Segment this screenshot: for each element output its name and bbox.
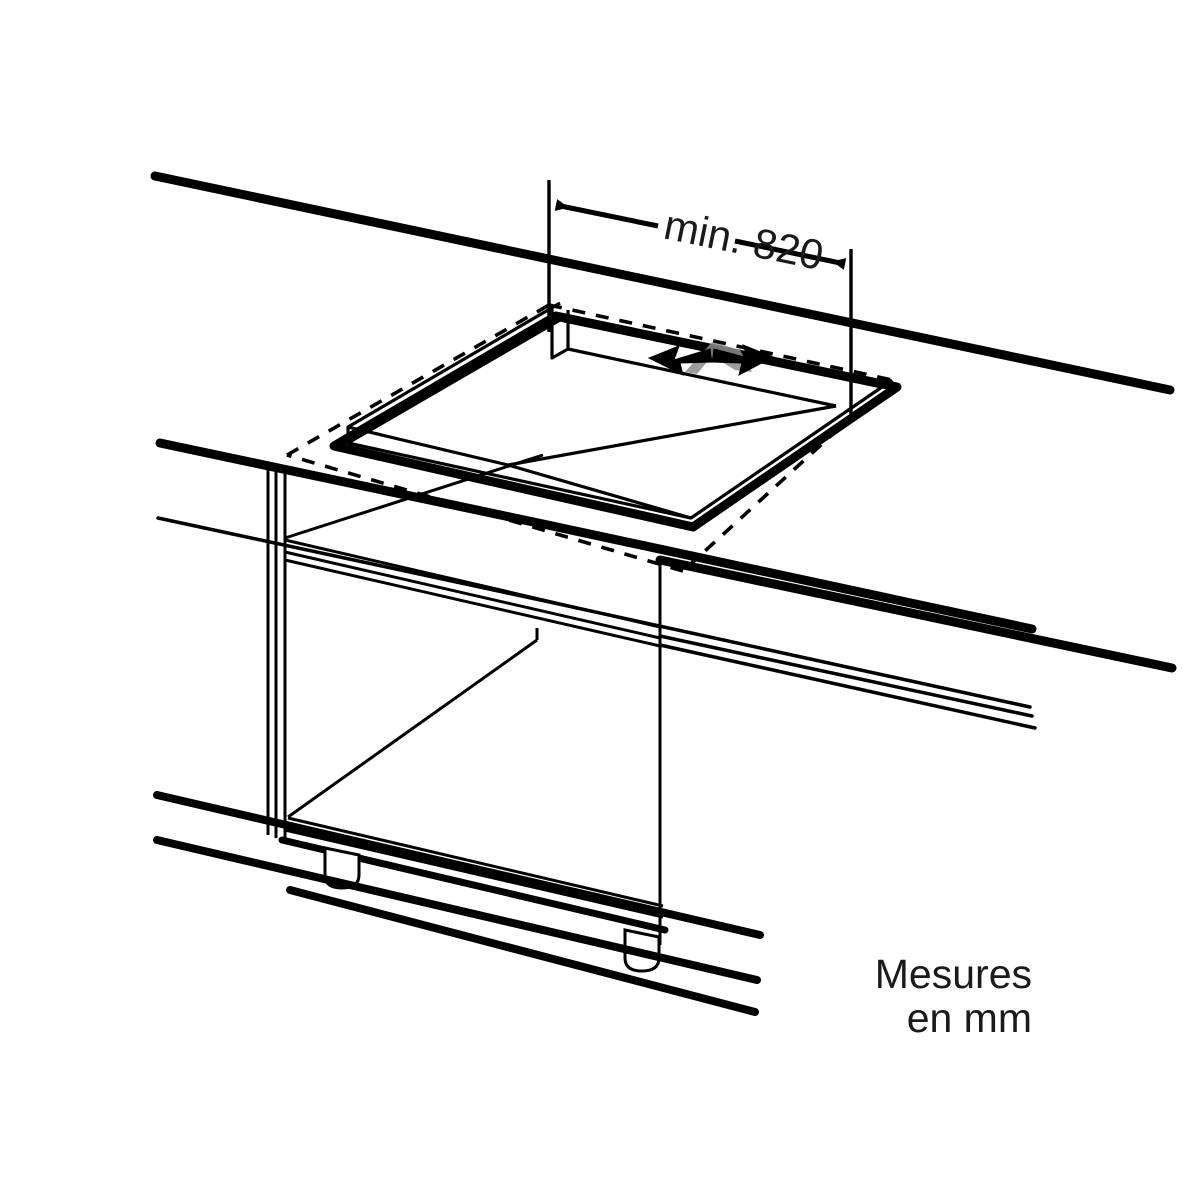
worktop-rear-edge <box>150 171 1175 395</box>
floor-line-lower <box>286 886 759 1016</box>
units-note-line-2: en mm <box>907 995 1032 1041</box>
dimension-label: min. 820 <box>660 201 827 279</box>
floor-lines <box>153 791 764 1016</box>
worktop-cutout <box>329 301 902 532</box>
hob-outline-hidden <box>286 303 894 573</box>
arrow-right-icon <box>734 238 847 270</box>
worktop-front-face-left <box>156 516 547 603</box>
hob-outline-front-edge <box>286 453 684 573</box>
cutout-base-lines <box>507 463 692 520</box>
cabinet-top-rail-mid <box>284 550 661 640</box>
worktop-lower-rear-edge <box>655 555 1177 673</box>
airflow-arrow-left-icon <box>647 345 713 376</box>
worktop <box>150 171 1177 718</box>
cabinet-base-top <box>287 816 664 908</box>
cutout-cavity-walls <box>346 301 837 467</box>
cabinet-top-rail-bottom <box>284 558 661 648</box>
cutout-rim-inner <box>346 318 884 520</box>
worktop-front-edge-right <box>538 519 1037 634</box>
cabinet-interior-top-diagonal <box>284 453 544 540</box>
plinth-top-line <box>153 791 764 939</box>
cabinet-top-rail-top <box>284 538 661 629</box>
units-note-line-1: Mesures <box>875 951 1032 997</box>
hob-outline-rear-edge <box>286 303 550 457</box>
units-note: Mesures en mm <box>875 951 1032 1041</box>
worktop-front-edge-left <box>155 438 548 529</box>
floor-line-upper <box>153 836 761 984</box>
airflow-indicator <box>647 342 775 376</box>
cutout-interior-line-1 <box>507 404 837 467</box>
hob-outline-right-rear-edge <box>548 303 893 382</box>
airflow-arrow-right-icon <box>711 344 775 376</box>
cabinet-base-mid <box>284 828 664 919</box>
worktop-lower-front-edge <box>658 634 1034 718</box>
cutout-rear-wall-bottom <box>347 425 509 467</box>
arrow-left-icon <box>554 199 659 229</box>
cutout-base-front <box>507 463 692 520</box>
worktop-right-extension <box>658 643 1037 730</box>
cutout-rear-notch <box>550 307 570 360</box>
worktop-right-lower-line <box>658 643 1037 730</box>
cutout-rear-wall-edge <box>567 347 837 408</box>
cabinet-back-panel-diagonal <box>287 638 538 819</box>
